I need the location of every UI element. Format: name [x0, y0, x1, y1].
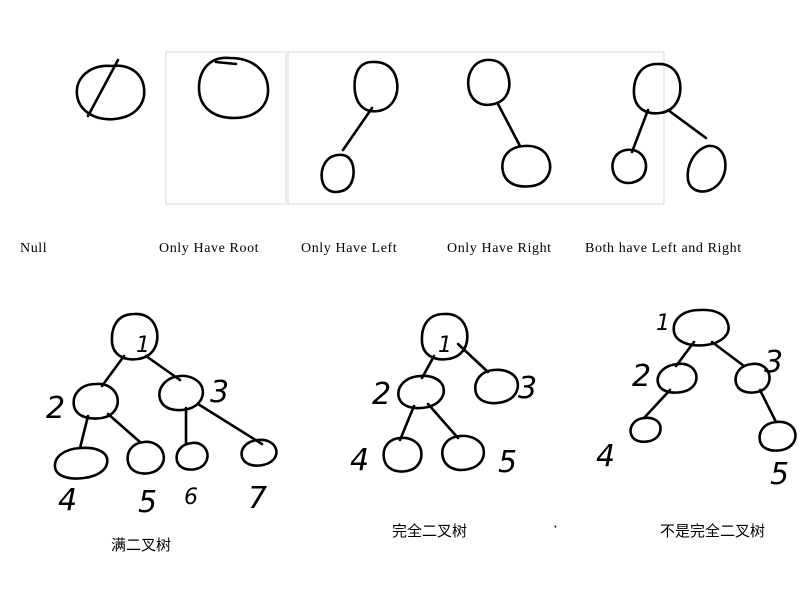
full-edge-2-4: [78, 414, 90, 450]
complete-node-5: [441, 434, 486, 472]
full-label-3: 3: [210, 375, 229, 410]
caption-not-complete-tree: 不是完全二叉树: [660, 522, 765, 540]
left-tree-root: [353, 60, 399, 113]
frame-only-root: [165, 51, 287, 205]
caption-complete-tree: 完全二叉树: [392, 522, 467, 540]
notcomplete-label-4: 4: [596, 439, 615, 474]
root-node-tick: [214, 60, 238, 66]
complete-edge-1-2: [420, 354, 436, 380]
caption-only-right: Only Have Right: [447, 241, 552, 256]
full-label-5: 5: [138, 485, 157, 520]
full-label-2: 2: [46, 391, 65, 426]
complete-binary-tree: 1 2 3 4 5: [350, 312, 537, 480]
only-root-tree: [197, 56, 270, 120]
full-label-4: 4: [58, 483, 77, 518]
both-tree-left-child: [611, 148, 648, 185]
both-tree-edge-right: [666, 108, 708, 140]
full-node-5: [126, 440, 166, 475]
both-children-tree: [611, 62, 727, 193]
null-tree: [75, 58, 146, 121]
left-tree-edge: [341, 106, 374, 152]
notcomplete-label-1: 1: [656, 311, 670, 336]
complete-node-3: [474, 368, 520, 405]
full-binary-tree: 1 2 3 4 5 6 7: [46, 312, 278, 520]
notcomplete-edge-1-3: [710, 340, 746, 368]
notcomplete-label-3: 3: [764, 345, 783, 380]
caption-only-root: Only Have Root: [159, 241, 259, 256]
full-edge-2-5: [106, 412, 142, 444]
complete-label-4: 4: [350, 443, 369, 478]
full-node-2: [72, 382, 120, 420]
root-node: [197, 56, 270, 120]
complete-node-1: [420, 312, 469, 361]
full-node-6: [175, 441, 209, 471]
only-right-tree: [466, 58, 552, 188]
null-circle: [75, 64, 146, 121]
notcomplete-node-1: [672, 308, 730, 347]
full-label-6: 6: [184, 485, 198, 510]
right-tree-root: [466, 58, 511, 107]
complete-label-3: 3: [518, 371, 537, 406]
notcomplete-label-2: 2: [632, 359, 651, 394]
notcomplete-node-5: [758, 420, 797, 452]
complete-label-5: 5: [498, 445, 517, 480]
both-tree-right-child: [686, 144, 727, 193]
complete-edge-2-4: [398, 404, 416, 442]
caption-full-tree: 满二叉树: [111, 536, 171, 554]
complete-node-2: [397, 374, 446, 410]
notcomplete-node-2: [656, 362, 698, 394]
full-node-4: [53, 446, 109, 480]
caption-both: Both have Left and Right: [585, 241, 742, 256]
right-tree-child: [501, 144, 552, 188]
complete-label-2: 2: [372, 377, 391, 412]
right-tree-edge: [496, 102, 522, 148]
full-node-1: [110, 312, 159, 361]
complete-edge-1-3: [456, 342, 490, 374]
notcomplete-edge-3-5: [758, 388, 778, 424]
full-edge-3-7: [196, 402, 264, 446]
notcomplete-edge-1-2: [674, 340, 696, 368]
notcomplete-edge-2-4: [642, 388, 672, 420]
both-tree-edge-left: [630, 108, 650, 154]
not-complete-binary-tree: 1 2 3 4 5: [596, 308, 797, 492]
notcomplete-node-3: [734, 362, 771, 394]
complete-edge-2-5: [426, 402, 460, 440]
full-node-3: [158, 374, 205, 412]
complete-node-4: [382, 436, 423, 473]
caption-only-left: Only Have Left: [301, 241, 397, 256]
full-node-7: [240, 438, 278, 467]
full-label-7: 7: [248, 481, 267, 516]
complete-label-1-mark: 1: [438, 333, 452, 358]
frame-top-examples: [287, 51, 665, 205]
full-edge-1-2: [100, 354, 126, 388]
notcomplete-label-5: 5: [770, 457, 789, 492]
null-slash: [86, 58, 120, 118]
left-tree-child: [320, 153, 355, 194]
separator-dot: ·: [553, 518, 558, 536]
full-label-1: 1: [136, 333, 150, 358]
only-left-tree: [320, 60, 399, 194]
caption-null: Null: [20, 241, 47, 256]
notcomplete-node-4: [629, 416, 662, 444]
both-tree-root: [632, 62, 682, 115]
